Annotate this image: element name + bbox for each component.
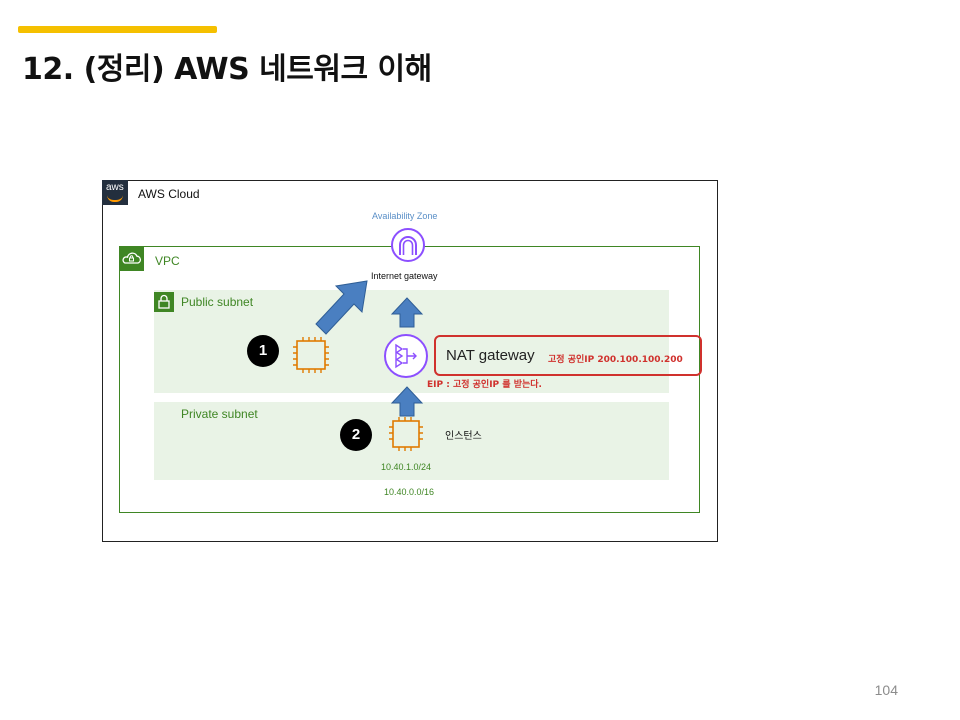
aws-logo-text: aws — [106, 182, 124, 193]
aws-smile-icon — [107, 195, 123, 202]
title-accent-bar — [18, 26, 217, 33]
nat-gateway-label: NAT gateway — [446, 347, 535, 364]
public-subnet-label: Public subnet — [181, 295, 254, 309]
internet-gateway-label: Internet gateway — [371, 271, 438, 281]
nat-to-gateway-arrow — [390, 297, 424, 328]
step-badge-2: 2 — [340, 419, 372, 451]
eip-note: EIP : 고정 공인IP 를 받는다. — [427, 380, 542, 390]
vpc-cidr: 10.40.0.0/16 — [384, 487, 435, 497]
lock-icon — [154, 292, 174, 312]
aws-logo-icon: aws — [102, 180, 128, 205]
private-subnet-label: Private subnet — [181, 407, 258, 421]
nat-fixed-ip-note: 고정 공인IP 200.100.100.200 — [548, 355, 683, 365]
step-badge-1: 1 — [247, 335, 279, 367]
instance-label: 인스턴스 — [445, 431, 482, 442]
instance-to-gateway-arrow — [315, 280, 368, 335]
ec2-instance-icon — [293, 337, 329, 373]
availability-zone-label: Availability Zone — [372, 211, 438, 221]
page-number: 104 — [874, 682, 898, 698]
instance-to-nat-arrow — [390, 386, 424, 417]
vpc-cloud-icon — [119, 246, 144, 271]
internet-gateway-icon — [391, 228, 425, 262]
nat-gateway-highlight-box — [434, 335, 702, 376]
vpc-label: VPC — [155, 254, 180, 268]
private-subnet-cidr: 10.40.1.0/24 — [381, 462, 432, 472]
ec2-instance-icon — [389, 417, 423, 451]
nat-gateway-icon — [384, 334, 428, 378]
aws-cloud-label: AWS Cloud — [138, 187, 200, 201]
slide-title: 12. (정리) AWS 네트워크 이해 — [22, 52, 432, 87]
